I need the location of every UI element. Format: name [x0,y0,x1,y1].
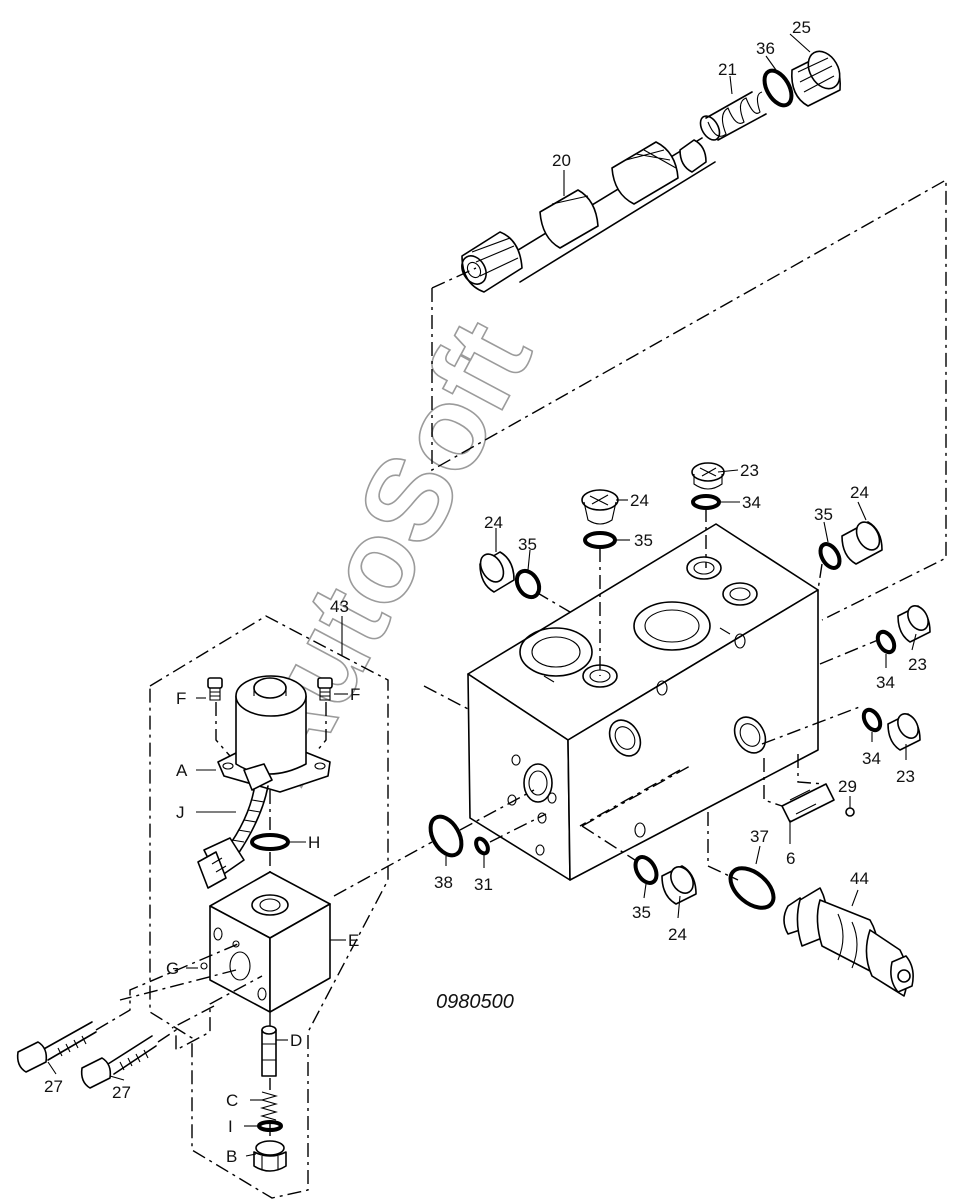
plug-B [253,1140,287,1172]
label-20: 20 [552,151,571,170]
label-29: 29 [838,777,857,796]
label-F-left: F [176,689,186,708]
bolt-27-lower [80,1035,157,1089]
bolt-27-upper [16,1021,97,1073]
o-ring-37 [728,866,776,910]
solenoid-A [217,675,331,793]
label-43: 43 [330,597,349,616]
label-C: C [226,1091,238,1110]
relief-valve-44 [783,887,914,997]
valve-block-E [200,871,331,1013]
label-6: 6 [786,849,795,868]
plug-23-right-upper [897,605,931,643]
label-A: A [176,761,188,780]
label-F-right: F [350,685,360,704]
label-35-right: 35 [814,505,833,524]
o-ring-34-right-upper [875,629,897,655]
label-I: I [228,1117,233,1136]
label-B: B [226,1147,237,1166]
plug-25 [791,50,841,107]
label-J: J [176,803,185,822]
o-ring-36 [762,68,794,108]
assembly-43-outline [149,615,389,1199]
plug-24-lower [661,865,697,905]
label-E: E [348,931,359,950]
label-D: D [290,1031,302,1050]
bracket-6 [781,783,855,823]
cable-J [197,785,269,889]
label-24-left: 24 [484,513,503,532]
o-ring-35-left [514,568,542,600]
label-24-top: 24 [630,491,649,510]
drawing-code: 0980500 [436,991,514,1013]
o-ring-31 [474,836,490,856]
o-ring-38 [428,814,464,858]
label-44: 44 [850,869,869,888]
label-24-right: 24 [850,483,869,502]
label-23-right-lower: 23 [896,767,915,786]
label-38: 38 [434,873,453,892]
label-35-lower: 35 [632,903,651,922]
label-24-lower: 24 [668,925,687,944]
label-27-right: 27 [112,1083,131,1102]
plug-24-left [479,551,515,593]
label-G: G [166,959,179,978]
label-34-top: 34 [742,493,761,512]
o-ring-34-top [691,494,721,510]
label-34-right-upper: 34 [876,673,895,692]
label-21: 21 [718,60,737,79]
label-37: 37 [750,827,769,846]
label-35-left: 35 [518,535,537,554]
plug-23-top [691,462,725,490]
spring-21 [699,91,767,141]
label-34-right-lower: 34 [862,749,881,768]
o-ring-34-right-lower [861,707,883,733]
label-36: 36 [756,39,775,58]
bolt-F-left [207,677,223,701]
o-ring-35-lower [633,855,659,885]
label-23-right-upper: 23 [908,655,927,674]
phantom-line-upper [431,178,947,621]
label-23-top: 23 [740,461,759,480]
part-labels: 25 36 21 20 23 34 24 35 24 35 24 35 23 3… [44,18,927,1166]
plug-23-right-lower [887,713,921,751]
o-ring-35-right [818,542,842,570]
o-ring-35-top [583,531,617,549]
plunger-D [261,1025,277,1077]
label-27-left: 27 [44,1077,63,1096]
plug-24-top [581,489,619,525]
plug-24-right [841,521,883,565]
spring-C [259,1091,279,1121]
leader-lines [47,33,917,1157]
o-ring-H [250,833,290,851]
label-31: 31 [474,875,493,894]
label-H: H [308,833,320,852]
valve-body [467,523,819,881]
label-35-top: 35 [634,531,653,550]
bolt-F-right [317,677,333,701]
spool-20 [461,137,716,293]
label-25: 25 [792,18,811,37]
